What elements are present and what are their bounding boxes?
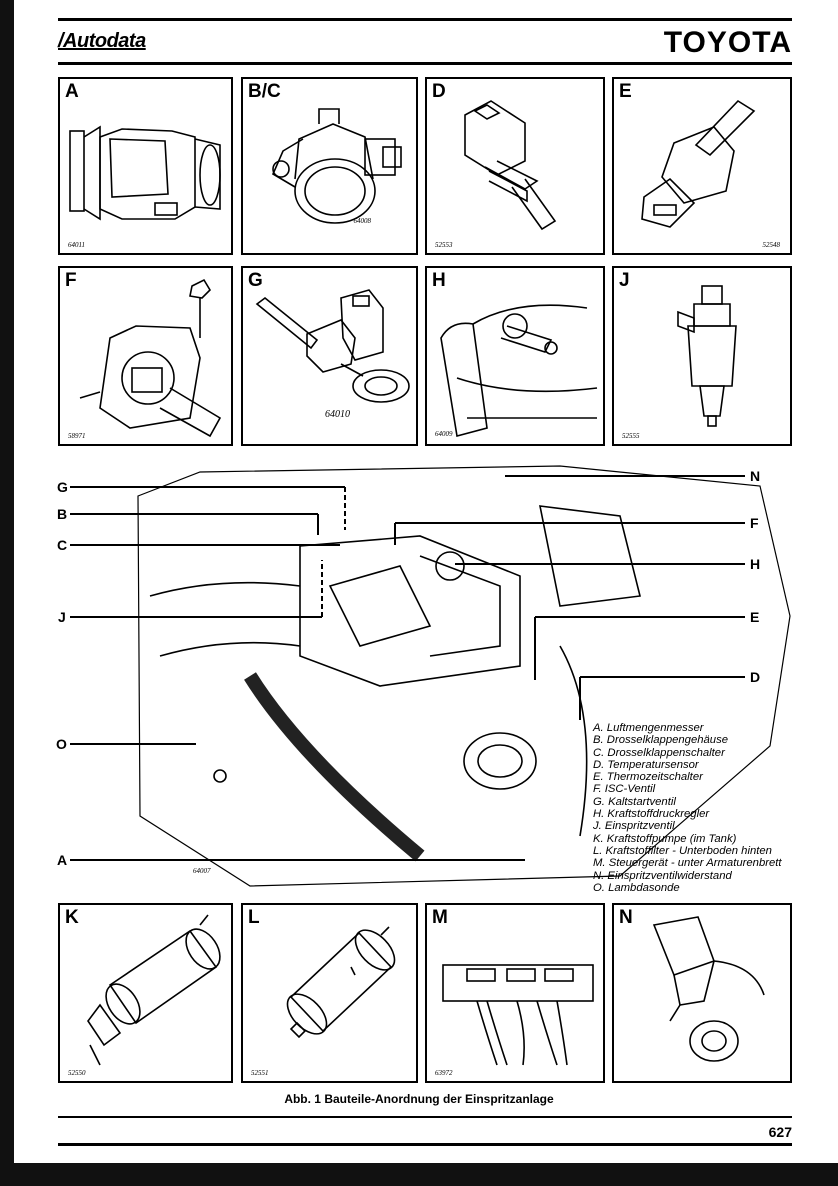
fuel-pressure-regulator-drawing (440, 304, 598, 438)
callout-g: G (57, 479, 68, 495)
legend-item: G. Kaltstartventil (593, 795, 676, 808)
figure-ref: 63972 (435, 1069, 453, 1077)
figure-ref: 52550 (68, 1069, 86, 1077)
legend-item: B. Drosselklappengehäuse (593, 734, 729, 747)
legend-item: M. Steuergerät - unter Armaturenbrett (593, 857, 782, 870)
throttle-body-drawing (271, 108, 402, 224)
figure-ref: 64010 (325, 409, 350, 420)
footer-rule-bottom (58, 1143, 792, 1146)
ecu-connector-drawing (442, 964, 594, 1066)
panel-letter: F (65, 270, 77, 291)
page-number: 627 (768, 1124, 792, 1140)
injector-resistor-drawing (652, 916, 765, 1062)
panel-k: K 52550 (58, 903, 233, 1083)
panel-bc: B/C 64008 (241, 77, 418, 255)
top-rule (58, 18, 792, 21)
component-legend: A. Luftmengenmesser B. Drosselklappengeh… (593, 722, 782, 894)
panel-h: H 64009 (425, 266, 605, 446)
panel-letter: E (619, 81, 632, 102)
figure-ref: 52555 (622, 432, 640, 440)
panel-letter: N (619, 907, 633, 928)
thermo-time-switch-drawing (641, 99, 756, 228)
panel-l: L 52551 (241, 903, 418, 1083)
panel-letter: J (619, 270, 630, 291)
panel-letter: A (65, 81, 79, 102)
legend-item: K. Kraftstoffpumpe (im Tank) (593, 832, 737, 845)
panel-letter: L (248, 907, 260, 928)
scan-edge-left (0, 0, 14, 1186)
figure-ref: 64009 (435, 430, 453, 438)
panel-g: G 64010 (241, 266, 418, 446)
figure-caption: Abb. 1 Bauteile-Anordnung der Einspritza… (284, 1092, 554, 1106)
panel-a: A 64011 (58, 77, 233, 255)
figure-ref: 52553 (435, 241, 453, 249)
isc-valve-drawing (79, 278, 222, 438)
callout-h: H (750, 556, 761, 572)
callout-b: B (57, 506, 68, 522)
temperature-sensor-drawing (464, 100, 557, 231)
panel-d: D 52553 (425, 77, 605, 255)
panel-f: F 58971 (58, 266, 233, 446)
callout-o: O (56, 736, 67, 752)
panel-e: E 52548 (612, 77, 792, 255)
air-flow-meter-drawing (69, 125, 221, 221)
panel-m: M 63972 (425, 903, 605, 1083)
panel-letter: H (432, 270, 446, 291)
fuel-filter-drawing (286, 926, 396, 1039)
legend-item: O. Lambdasonde (593, 881, 680, 894)
legend-item: F. ISC-Ventil (593, 783, 656, 796)
figure-ref: 52551 (251, 1069, 269, 1077)
callout-c: C (57, 537, 68, 553)
panel-letter: D (432, 81, 446, 102)
figure-ref: 64008 (353, 217, 372, 225)
legend-item: C. Drosselklappenschalter (593, 746, 725, 759)
scan-edge-bottom (0, 1163, 838, 1186)
callout-a: A (57, 852, 68, 868)
panel-letter: K (65, 907, 79, 928)
make-title: TOYOTA (663, 26, 792, 59)
legend-item: E. Thermozeitschalter (593, 771, 703, 784)
header-rule (58, 62, 792, 65)
footer-rule-top (58, 1116, 792, 1118)
callout-f: F (750, 515, 759, 531)
callout-e: E (750, 609, 760, 625)
callout-n: N (750, 468, 761, 484)
legend-item: A. Luftmengenmesser (593, 722, 704, 734)
legend-item: H. Kraftstoffdruckregler (593, 808, 710, 821)
brand-logo: /Autodata (58, 30, 146, 52)
legend-item: L. Kraftstoffilter - Unterboden hinten (593, 844, 772, 857)
cold-start-valve-drawing (255, 289, 410, 403)
figure-ref: 64011 (68, 241, 85, 249)
panel-letter: G (248, 270, 263, 291)
engine-bay-drawing (137, 465, 791, 887)
legend-item: D. Temperatursensor (593, 758, 699, 771)
figure-ref: 52548 (762, 241, 781, 249)
figure-ref: 58971 (68, 432, 86, 440)
legend-item: J. Einspritzventil (593, 820, 675, 833)
injector-drawing (677, 285, 737, 427)
panel-j: J 52555 (612, 266, 792, 446)
callout-d: D (750, 669, 761, 685)
fuel-pump-drawing (87, 914, 221, 1066)
diagram-ref: 64007 (193, 867, 211, 875)
panel-letter: B/C (248, 81, 281, 102)
callout-j: J (58, 609, 66, 625)
legend-item: N. Einspritzventilwiderstand (593, 869, 732, 882)
panel-letter: M (432, 907, 448, 928)
panel-n: N (612, 903, 792, 1083)
